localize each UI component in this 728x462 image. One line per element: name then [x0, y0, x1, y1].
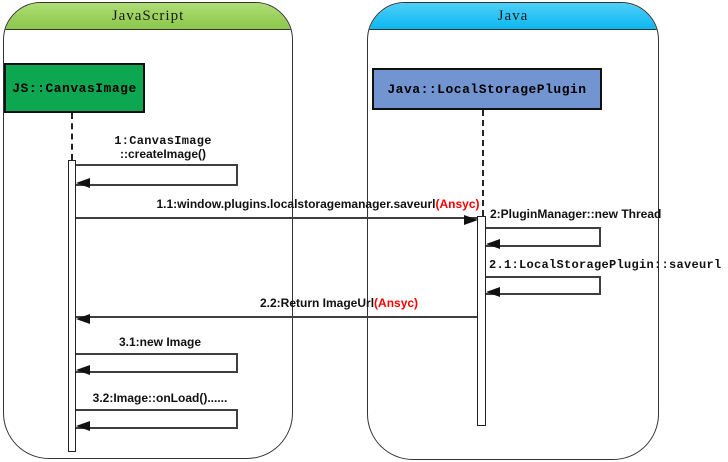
frame-javascript-header: JavaScript	[4, 3, 292, 30]
frame-java: Java	[367, 2, 659, 460]
frame-java-header: Java	[368, 3, 658, 30]
arrowhead-left-icon	[486, 287, 500, 297]
message-1-label-line1: 1:CanvasImage	[114, 134, 212, 148]
object-js-canvasimage-label: JS::CanvasImage	[12, 80, 137, 96]
frame-java-title: Java	[497, 7, 529, 24]
object-java-localstorageplugin: Java::LocalStoragePlugin	[372, 68, 602, 110]
self-message-2-1-arrow	[486, 276, 601, 297]
arrowhead-left-icon	[486, 239, 500, 249]
message-1-1-label: 1.1:window.plugins.localstoragemanager.s…	[128, 198, 508, 211]
object-java-localstorageplugin-label: Java::LocalStoragePlugin	[387, 81, 587, 97]
arrowhead-left-icon	[76, 314, 90, 324]
arrowhead-left-icon	[76, 178, 90, 188]
message-1-1-arrow	[76, 215, 478, 225]
message-1-1-async-suffix: (Ansyc)	[435, 197, 480, 211]
message-1-label-line2: ::createImage()	[119, 147, 207, 161]
frame-javascript-title: JavaScript	[111, 7, 185, 24]
message-2-1-label: 2.1:LocalStoragePlugin::saveurl	[489, 258, 722, 272]
arrowhead-left-icon	[76, 421, 90, 431]
self-message-2-arrow	[486, 227, 601, 249]
object-js-canvasimage: JS::CanvasImage	[4, 63, 145, 113]
lifeline-javascript	[71, 113, 73, 160]
message-2-label: 2:PluginManager::new Thread	[490, 207, 662, 221]
arrowhead-left-icon	[76, 365, 90, 375]
message-2-2-text: 2.2:Return ImageUrl	[260, 296, 375, 310]
self-message-3-1-arrow	[76, 353, 238, 375]
message-2-2-label: 2.2:Return ImageUrl(Ansyc)	[260, 297, 418, 310]
message-3-1-label: 3.1:new Image	[118, 335, 202, 349]
self-message-1-arrow	[76, 164, 238, 188]
message-2-2-async-suffix: (Ansyc)	[374, 296, 419, 310]
self-message-3-2-arrow	[76, 409, 238, 431]
message-1-1-text: 1.1:window.plugins.localstoragemanager.s…	[156, 197, 436, 211]
message-2-2-arrow	[76, 314, 477, 324]
arrowhead-right-icon	[464, 215, 478, 225]
activation-bar-javascript	[68, 160, 76, 452]
lifeline-java	[482, 110, 484, 216]
activation-bar-java	[477, 216, 486, 426]
message-3-2-label: 3.2:Image::onLoad()......	[92, 391, 228, 405]
